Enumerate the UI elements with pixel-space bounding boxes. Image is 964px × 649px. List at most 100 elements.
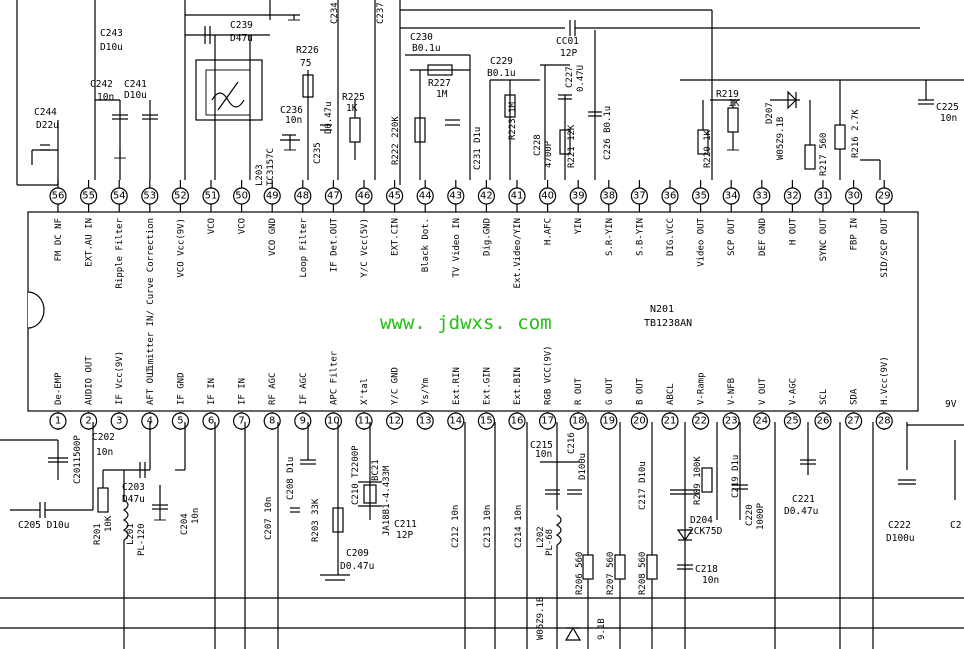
bottom-wiring bbox=[0, 422, 964, 649]
pin-number: 1 bbox=[55, 416, 61, 427]
pin-circle bbox=[691, 412, 710, 430]
pin-number: 8 bbox=[269, 416, 275, 427]
pin-number: 13 bbox=[419, 416, 432, 427]
ic-pin-38: 38S.R-YIN bbox=[600, 180, 618, 256]
pin-number: 15 bbox=[480, 416, 493, 427]
pin-number: 14 bbox=[449, 416, 462, 427]
pin-label: H.Vcc(9V) bbox=[880, 356, 890, 405]
pin-number: 28 bbox=[878, 416, 891, 427]
pin-label: IF IN bbox=[238, 378, 248, 405]
pin-number: 55 bbox=[82, 191, 95, 202]
label-c242-value: 10n bbox=[97, 92, 114, 103]
label-c215: C215 bbox=[530, 440, 553, 451]
pin-label: S.R-YIN bbox=[605, 218, 615, 256]
pin-number: 46 bbox=[358, 191, 371, 202]
label-c231: C231 D1u bbox=[473, 127, 483, 170]
pin-number: 51 bbox=[205, 191, 218, 202]
pin-circle bbox=[294, 187, 312, 205]
pin-number: 20 bbox=[633, 416, 646, 427]
pin-circle bbox=[722, 187, 740, 205]
pin-circle bbox=[600, 187, 618, 205]
pin-circle bbox=[630, 187, 649, 205]
label-r220: R220 1K bbox=[703, 129, 713, 168]
label-r221: R221 12K bbox=[567, 124, 577, 168]
pin-label: V-AGC bbox=[788, 378, 798, 405]
label-d204-value: 2CK75D bbox=[688, 526, 723, 537]
pin-number: 42 bbox=[480, 191, 493, 202]
pin-number: 6 bbox=[208, 416, 214, 427]
label-c218: C218 bbox=[695, 564, 718, 575]
label-r219: R219 bbox=[716, 89, 739, 100]
pin-number: 10 bbox=[327, 416, 340, 427]
ic-pin-20: 20 B OUT bbox=[630, 377, 649, 430]
pin-number: 23 bbox=[725, 416, 738, 427]
pin-number: 21 bbox=[664, 416, 677, 427]
pin-number: 33 bbox=[755, 191, 768, 202]
pin-circle bbox=[600, 412, 618, 430]
pin-number: 44 bbox=[419, 191, 432, 202]
pin-circle bbox=[49, 412, 67, 430]
pin-circle bbox=[814, 412, 832, 430]
pin-label: Ext.RIN bbox=[452, 367, 462, 405]
pin-label: IF IN bbox=[207, 378, 217, 405]
pin-label: SDA bbox=[850, 388, 860, 405]
label-c244-value: D22u bbox=[36, 120, 59, 131]
pin-circle bbox=[233, 187, 251, 205]
pin-number: 35 bbox=[694, 191, 707, 202]
pin-circle bbox=[630, 412, 649, 430]
label-c228-value: 4700P bbox=[544, 140, 554, 168]
pin-circle bbox=[386, 187, 404, 205]
watermark-text: www. jdwxs. com bbox=[380, 312, 552, 334]
label-c222: C222 bbox=[888, 520, 911, 531]
top-wiring bbox=[16, 0, 964, 186]
pin-label: SID/SCP OUT bbox=[880, 217, 890, 277]
ic-pin-37: 37S.B-YIN bbox=[630, 180, 649, 256]
pin-circle bbox=[79, 187, 98, 205]
label-c208: C208 D1u bbox=[286, 457, 296, 500]
label-c230: C230 bbox=[410, 32, 433, 43]
pin-circle bbox=[416, 412, 434, 430]
label-l202: L202 bbox=[536, 526, 546, 548]
label-c219: C219 D1u bbox=[731, 455, 741, 498]
pin-label: IF Det.OUT bbox=[329, 217, 339, 272]
label-c241-value: D10u bbox=[124, 90, 147, 101]
pin-label: Ext.Video/YIN bbox=[513, 218, 523, 288]
ic-pin-11: 11X'tal bbox=[355, 378, 373, 430]
label-c228: C228 bbox=[533, 134, 543, 156]
ic-pin-23: 23V-NFB bbox=[722, 378, 740, 430]
pin-number: 43 bbox=[449, 191, 462, 202]
pin-number: 56 bbox=[52, 191, 65, 202]
label-c241: C241 bbox=[124, 79, 147, 90]
label-cc01: CC01 bbox=[556, 36, 579, 47]
label-c212: C212 10n bbox=[451, 505, 461, 548]
pin-number: 29 bbox=[878, 191, 891, 202]
pin-number: 4 bbox=[147, 416, 153, 427]
pin-circle bbox=[294, 412, 312, 430]
ic-pin-1: 1De-EMP bbox=[49, 372, 67, 430]
label-c242: C242 bbox=[90, 79, 113, 90]
ic-pin-12: 12Y/C GND bbox=[386, 367, 404, 430]
pin-label: DEF GND bbox=[758, 218, 768, 256]
pin-label: V OUT bbox=[758, 377, 768, 405]
label-c204-value: 10n bbox=[191, 508, 201, 524]
label-d207-value: W05Z9.1B bbox=[776, 117, 786, 160]
label-c230-value: B0.1u bbox=[412, 43, 441, 54]
pin-circle bbox=[691, 187, 710, 205]
label-c234: C234 bbox=[330, 2, 340, 24]
pin-number: 27 bbox=[847, 416, 860, 427]
pin-number: 30 bbox=[847, 191, 860, 202]
pin-circle bbox=[661, 412, 679, 430]
pin-label: RF AGC bbox=[268, 372, 278, 405]
pin-label: H OUT bbox=[788, 217, 798, 245]
pin-label: B OUT bbox=[635, 377, 645, 405]
